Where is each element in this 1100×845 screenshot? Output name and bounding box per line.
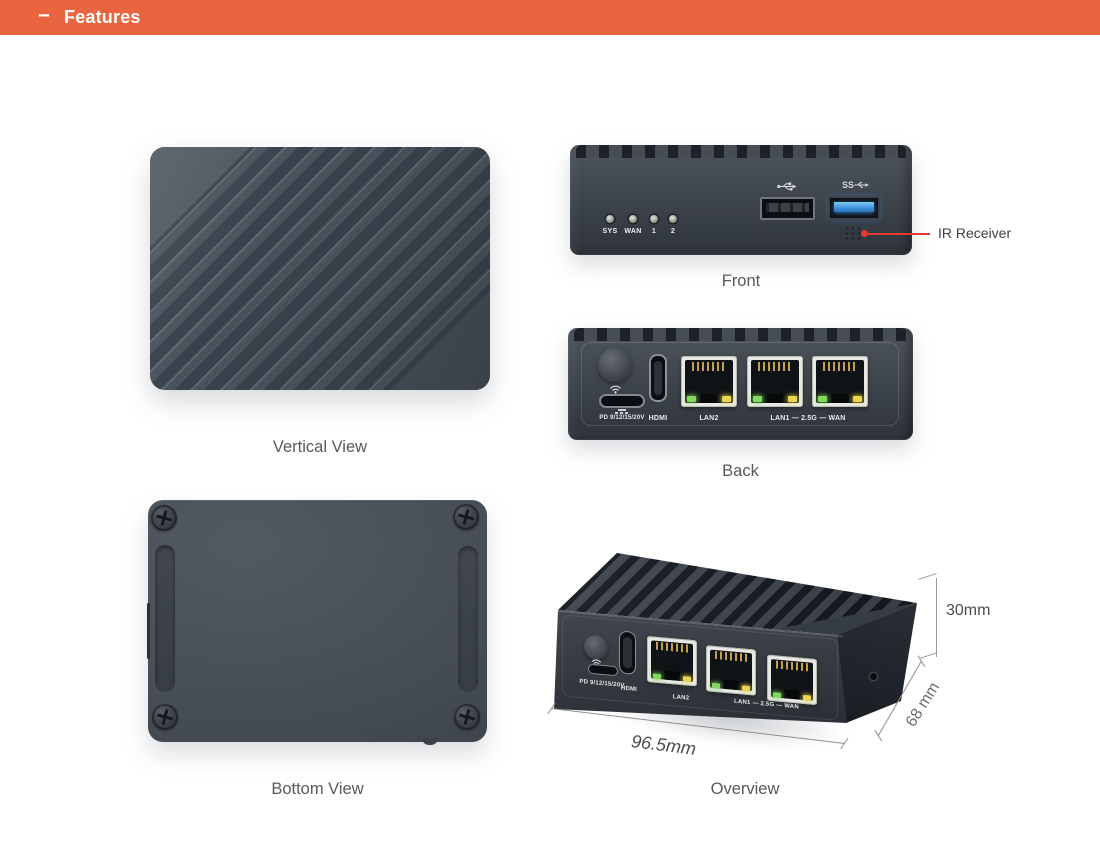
lan1-2-5g-wan-label: LAN1 — 2.5G — WAN	[770, 415, 846, 422]
lan2-port	[647, 635, 697, 687]
link-led-green	[818, 396, 827, 402]
link-led-yellow	[803, 694, 811, 701]
front-view-caption: Front	[721, 272, 761, 290]
io-panel-outline	[581, 342, 899, 426]
bottom-view-figure: Bottom View	[147, 500, 487, 810]
back-view-figure: PD 9/12/15/20V HDMI LAN2 LAN1 — 2.5G — W…	[568, 328, 913, 488]
front-view-photo: SYS WAN 1 2 SS	[570, 145, 912, 255]
link-led-green	[653, 673, 661, 680]
link-led-yellow	[683, 676, 691, 682]
usbc-pd-label: PD 9/12/15/20V	[599, 415, 645, 421]
edge-notch	[147, 603, 150, 659]
led1-label: 1	[651, 228, 657, 235]
vertical-view-photo	[150, 147, 490, 390]
antenna-dome	[598, 348, 632, 382]
rj45-pins	[758, 362, 792, 371]
screw-bottom-right	[454, 704, 480, 730]
link-led-yellow	[742, 685, 750, 692]
usb3-tongue	[834, 202, 874, 212]
led2-label: 2	[670, 228, 676, 235]
usb2-port	[760, 197, 815, 220]
overview-caption: Overview	[710, 780, 780, 798]
vertical-view-figure: Vertical View	[150, 147, 490, 467]
heatsink-fins	[574, 328, 907, 341]
screw-top-left	[151, 505, 177, 531]
link-led-yellow	[788, 396, 797, 402]
wan-port	[812, 356, 868, 407]
hdmi-port	[619, 630, 636, 675]
svg-text:SS: SS	[842, 180, 854, 190]
ir-receiver-label: IR Receiver	[938, 225, 1012, 241]
rj45-latch	[832, 394, 848, 403]
sys-led	[606, 215, 614, 223]
back-view-caption: Back	[722, 462, 759, 480]
heatsink-fins	[576, 145, 906, 158]
rubber-pad-right	[458, 546, 478, 692]
lan1-port	[747, 356, 803, 407]
rj45-pins	[823, 362, 857, 371]
screw-bottom-left	[152, 704, 178, 730]
link-led-green	[712, 682, 720, 689]
ir-callout-line	[868, 233, 930, 235]
usb2-icon	[777, 182, 797, 191]
overview-front-ports: PD 9/12/15/20V HDMI LAN2 LAN1 — 2.5G — W…	[558, 610, 843, 735]
rj45-latch	[723, 679, 739, 691]
power-dash-icon	[615, 409, 629, 414]
lan2-port	[681, 356, 737, 407]
usbc-pd-port	[599, 394, 645, 408]
screw-top-right	[453, 504, 479, 530]
lan2-led	[669, 215, 677, 223]
side-jack-hole	[870, 673, 877, 680]
dim-height-tick-bottom	[919, 652, 938, 659]
wan-led	[629, 215, 637, 223]
bottom-view-caption: Bottom View	[271, 780, 364, 798]
dim-height-tick-top	[918, 573, 937, 580]
link-led-yellow	[722, 396, 731, 402]
usb2-tongue	[766, 203, 809, 212]
wifi-icon	[610, 385, 621, 394]
hdmi-port	[649, 354, 667, 402]
rj45-latch	[767, 394, 783, 403]
rubber-pad-left	[155, 545, 175, 692]
wan-port	[767, 654, 817, 706]
vertical-view-caption: Vertical View	[272, 438, 368, 456]
wan-led-label: WAN	[624, 228, 642, 235]
link-led-green	[753, 396, 762, 402]
edge-bump	[422, 738, 438, 745]
dim-depth-label: 68 mm	[902, 679, 944, 730]
collapse-toggle-icon[interactable]: −	[38, 5, 50, 27]
rj45-latch	[784, 689, 800, 700]
section-title: Features	[64, 7, 141, 27]
back-view-photo: PD 9/12/15/20V HDMI LAN2 LAN1 — 2.5G — W…	[568, 328, 913, 440]
overview-figure: PD 9/12/15/20V HDMI LAN2 LAN1 — 2.5G — W…	[545, 551, 990, 811]
dim-height-line	[936, 578, 937, 657]
usb3-ss-icon: SS	[842, 180, 869, 190]
front-view-figure: SYS WAN 1 2 SS IR Receiver Front	[570, 145, 1011, 305]
lan2-label: LAN2	[699, 415, 719, 422]
rj45-pins	[692, 362, 726, 371]
hdmi-slot	[654, 361, 662, 395]
bottom-view-photo	[147, 500, 487, 745]
lighting-sheen	[150, 147, 490, 390]
usb3-port	[828, 196, 880, 220]
link-led-green	[773, 692, 781, 698]
dim-height-label: 30mm	[946, 602, 991, 619]
ir-callout-dot	[861, 230, 868, 237]
ir-receiver-window	[844, 226, 862, 241]
lan1-led	[650, 215, 658, 223]
rj45-latch	[664, 670, 680, 681]
lan1-port	[706, 645, 756, 696]
hdmi-slot	[623, 636, 632, 669]
link-led-yellow	[853, 396, 862, 402]
link-led-green	[687, 396, 696, 402]
sys-led-label: SYS	[602, 228, 618, 235]
section-header-bar: − Features	[0, 0, 1100, 35]
hdmi-label: HDMI	[648, 415, 668, 422]
rj45-latch	[701, 394, 717, 403]
